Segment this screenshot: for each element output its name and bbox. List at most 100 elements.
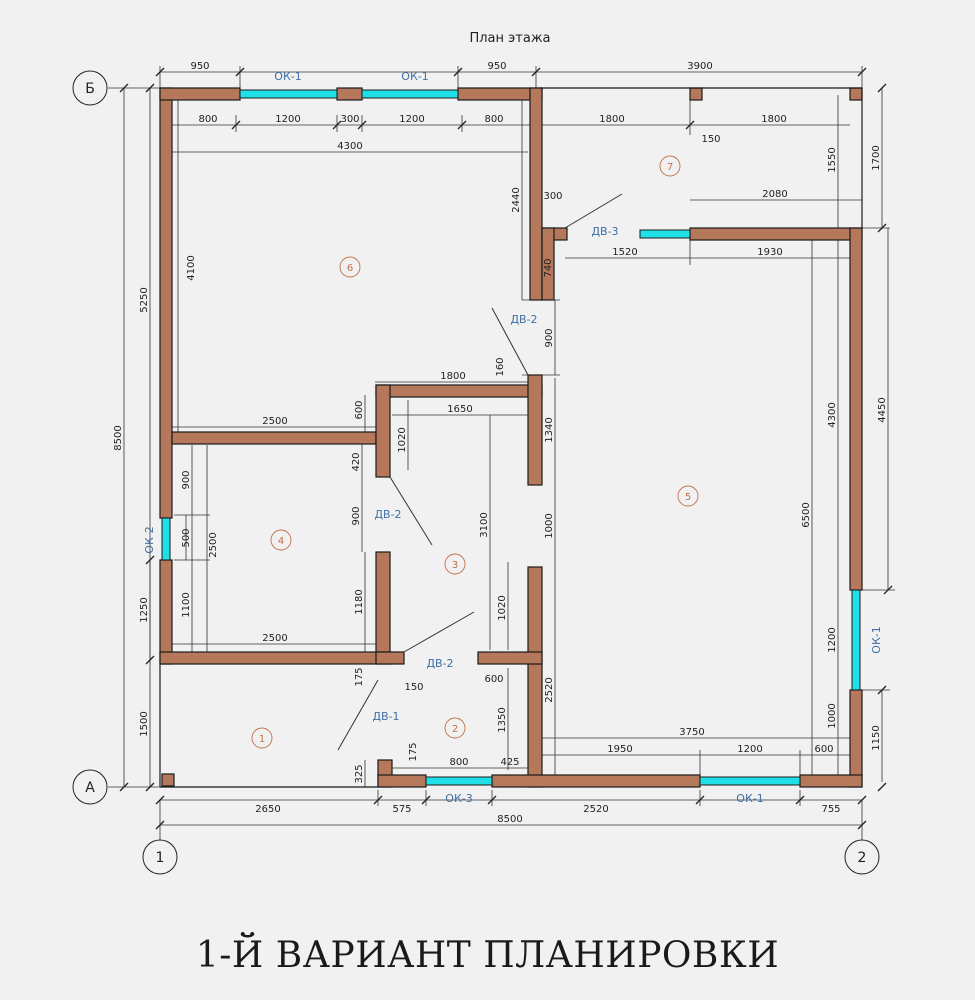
- room-6-number: 6: [347, 263, 353, 274]
- dim-1000: 1000: [544, 513, 555, 538]
- dim-3750: 3750: [679, 727, 704, 738]
- dim-2500-room4: 2500: [262, 633, 287, 644]
- dim-1340: 1340: [544, 417, 555, 442]
- dim-950-a: 950: [190, 61, 209, 72]
- plan-title: План этажа: [469, 31, 550, 46]
- door-swings: [337, 193, 623, 751]
- dim-1650: 1650: [447, 404, 472, 415]
- dim-300: 300: [340, 114, 359, 125]
- room-1-number: 1: [259, 734, 265, 745]
- dim-3100: 3100: [479, 512, 490, 537]
- dim-1930: 1930: [757, 247, 782, 258]
- dim-2080: 2080: [762, 189, 787, 200]
- dim-2500-room6: 2500: [262, 416, 287, 427]
- dim-1800-b: 1800: [761, 114, 786, 125]
- dim-1180: 1180: [354, 589, 365, 614]
- room-2-number: 2: [452, 724, 458, 735]
- floor-plan-drawing: План этажа: [72, 31, 895, 875]
- dim-1020-low: 1020: [497, 595, 508, 620]
- dim-1350: 1350: [497, 707, 508, 732]
- dim-4300-v: 4300: [827, 402, 838, 427]
- room-markers: [251, 155, 699, 749]
- axis-bubbles: [72, 70, 880, 875]
- dim-900-room4: 900: [181, 470, 192, 489]
- dim-900-hall: 900: [544, 328, 555, 347]
- thin-walls: [159, 87, 863, 788]
- windows: [161, 89, 861, 786]
- dim-175-a: 175: [354, 667, 365, 686]
- dim-1250: 1250: [139, 597, 150, 622]
- dim-900-l: 900: [351, 506, 362, 525]
- dim-2520-h: 2520: [583, 804, 608, 815]
- door-dv2-bath: ДВ-2: [426, 657, 453, 670]
- window-ok1-right: ОК-1: [870, 626, 883, 653]
- layout-caption: 1-Й ВАРИАНТ ПЛАНИРОВКИ: [195, 935, 780, 976]
- dim-1200-a: 1200: [275, 114, 300, 125]
- dim-425: 425: [500, 757, 519, 768]
- dim-600-mid: 600: [354, 400, 365, 419]
- axis-a-label: А: [85, 780, 95, 796]
- dim-600-r: 600: [814, 744, 833, 755]
- dim-800-bot: 800: [449, 757, 468, 768]
- vertical-dimensions: 2440 1550 1700 740 4100 5250 8500 900 16…: [113, 145, 888, 783]
- dim-1200-v: 1200: [827, 627, 838, 652]
- dim-1000-r: 1000: [827, 703, 838, 728]
- dim-175-b: 175: [408, 742, 419, 761]
- door-dv1: ДВ-1: [372, 710, 399, 723]
- dim-1700: 1700: [871, 145, 882, 170]
- dim-8500-v: 8500: [113, 425, 124, 450]
- dim-2520-v: 2520: [544, 677, 555, 702]
- dim-1200-b: 1200: [399, 114, 424, 125]
- extension-lines: [108, 66, 895, 840]
- door-dv2-hall: ДВ-2: [510, 313, 537, 326]
- window-ok1-top-right: ОК-1: [401, 70, 428, 83]
- room-4-number: 4: [278, 536, 284, 547]
- window-ok2-left: ОК-2: [143, 526, 156, 553]
- dimension-ticks: [119, 67, 893, 830]
- dim-740: 740: [543, 258, 554, 277]
- door-dv3: ДВ-3: [591, 225, 618, 238]
- dim-300-small: 300: [543, 191, 562, 202]
- dim-600-low: 600: [484, 674, 503, 685]
- dim-160: 160: [495, 357, 506, 376]
- axis-b-label: Б: [85, 81, 95, 97]
- axis-2-label: 2: [858, 850, 867, 866]
- dim-6500: 6500: [801, 502, 812, 527]
- dim-950-b: 950: [487, 61, 506, 72]
- dim-2500-v: 2500: [208, 532, 219, 557]
- dim-800-a: 800: [198, 114, 217, 125]
- dim-500: 500: [181, 528, 192, 547]
- dim-2440: 2440: [511, 187, 522, 212]
- dim-1800-a: 1800: [599, 114, 624, 125]
- dim-8500-h: 8500: [497, 814, 522, 825]
- dim-800-b: 800: [484, 114, 503, 125]
- door-dv2-room4: ДВ-2: [374, 508, 401, 521]
- dim-5250: 5250: [139, 287, 150, 312]
- dim-150-low: 150: [404, 682, 423, 693]
- dim-4300: 4300: [337, 141, 362, 152]
- dim-1100: 1100: [181, 592, 192, 617]
- horizontal-dimensions: 950 950 3900 800 1200 300 1200 800 1800 …: [190, 61, 840, 825]
- dim-1150: 1150: [871, 725, 882, 750]
- window-ok1-bottom: ОК-1: [736, 792, 763, 805]
- dim-1500: 1500: [139, 711, 150, 736]
- dim-1200-h: 1200: [737, 744, 762, 755]
- dim-1550: 1550: [827, 147, 838, 172]
- window-ok3-bottom: ОК-3: [445, 792, 472, 805]
- dim-2650: 2650: [255, 804, 280, 815]
- room-7-number: 7: [667, 162, 673, 173]
- dim-1520: 1520: [612, 247, 637, 258]
- dim-575: 575: [392, 804, 411, 815]
- axis-1-label: 1: [156, 850, 165, 866]
- dim-3900: 3900: [687, 61, 712, 72]
- dim-1800-mid: 1800: [440, 371, 465, 382]
- dim-4450: 4450: [877, 397, 888, 422]
- dim-1020-top: 1020: [397, 427, 408, 452]
- window-ok1-top-left: ОК-1: [274, 70, 301, 83]
- room-3-number: 3: [452, 560, 458, 571]
- dim-1950: 1950: [607, 744, 632, 755]
- dim-755: 755: [821, 804, 840, 815]
- dim-4100: 4100: [186, 255, 197, 280]
- dim-150-top: 150: [701, 134, 720, 145]
- room-5-number: 5: [685, 492, 691, 503]
